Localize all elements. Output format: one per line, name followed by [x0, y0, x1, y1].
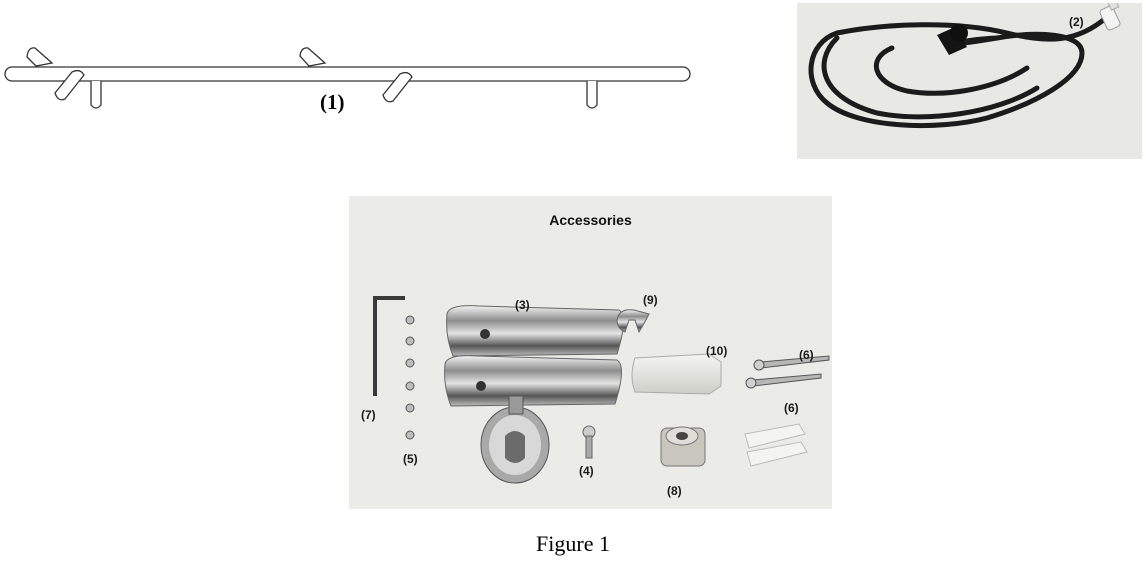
accessories-photo: Accessories (3) (9) (10) (6) (6) (7) (5)…	[349, 196, 832, 509]
accessories-title: Accessories	[549, 212, 632, 228]
towel-rail-drawing	[4, 47, 691, 109]
part-label-3: (3)	[515, 298, 530, 312]
figure-caption: Figure 1	[536, 531, 610, 556]
part-label-5: (5)	[403, 452, 418, 466]
part-label-7: (7)	[361, 408, 376, 422]
part-label-6-screws: (6)	[799, 348, 814, 362]
rail-label: (1)	[320, 90, 345, 114]
accessories-image	[349, 196, 832, 509]
part-label-9: (9)	[643, 293, 658, 307]
part-label-8: (8)	[667, 484, 682, 498]
part-label-4: (4)	[579, 464, 594, 478]
power-cable-image	[797, 3, 1142, 159]
power-cable-photo: (2)	[797, 3, 1142, 159]
part-label-10: (10)	[706, 344, 728, 358]
part-label-6-plugs: (6)	[784, 401, 799, 415]
cable-label: (2)	[1069, 15, 1084, 29]
